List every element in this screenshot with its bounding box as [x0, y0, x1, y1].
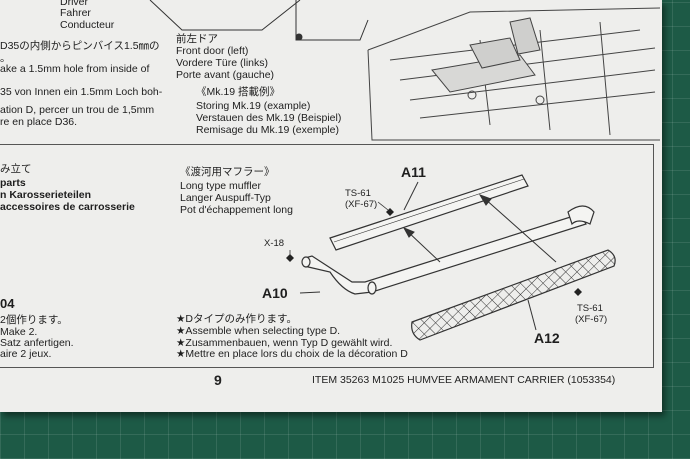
assembly-arrows: [402, 194, 557, 263]
front-door-de: Vordere Türe (links): [176, 57, 269, 69]
paint-label-x18: X-18: [264, 238, 285, 249]
step-make-en: Make 2.: [0, 326, 38, 338]
paint-label-ts61-top: TS-61: [345, 188, 371, 199]
paint-label-ts61-right: TS-61: [577, 303, 603, 314]
type-d-note-en: ★Assemble when selecting type D.: [176, 325, 341, 337]
item-footer: ITEM 35263 M1025 HUMVEE ARMAMENT CARRIER…: [312, 374, 616, 386]
hole-note-en: ake a 1.5mm hole from inside of: [0, 63, 150, 75]
part-label-a12: A12: [534, 330, 560, 346]
storing-fr: Remisage du Mk.19 (exemple): [196, 124, 339, 136]
hole-note-fr-2: re en place D36.: [0, 116, 78, 128]
vehicle-bed-drawing: [367, 7, 661, 141]
part-label-a10: A10: [262, 285, 288, 301]
left-section-jp: み立て: [0, 163, 32, 175]
type-d-note-jp: ★Dタイプのみ作ります。: [176, 313, 297, 325]
page-number: 9: [214, 372, 222, 388]
hole-note-de: 35 von Innen ein 1.5mm Loch boh-: [0, 86, 163, 98]
paint-label-xf67-top: (XF-67): [345, 199, 378, 210]
x18-paint-marker: [286, 254, 294, 262]
muffler-title-jp: 《渡河用マフラー》: [180, 166, 275, 178]
step-make-jp: 2個作ります。: [0, 314, 68, 326]
paint-label-xf67-right: (XF-67): [575, 314, 608, 325]
door-drawing: [149, 0, 369, 41]
part-label-a11: A11: [401, 164, 426, 180]
part-a10-drawing: [301, 205, 595, 295]
instruction-sheet: Driver Fahrer Conducteur D35の内側からピンバイス1.…: [0, 0, 662, 412]
front-door-fr: Porte avant (gauche): [176, 69, 275, 81]
type-d-note-de: ★Zusammenbauen, wenn Typ D gewählt wird.: [176, 337, 393, 349]
part-a11-drawing: [329, 174, 529, 251]
hole-note-fr: ation D, percer un trou de 1,5mm: [0, 104, 155, 116]
left-section-de: n Karosserieteilen: [0, 189, 92, 201]
step-make-de: Satz anfertigen.: [0, 337, 74, 349]
left-section-en: parts: [0, 177, 26, 189]
ts61-paint-marker-right: [574, 288, 582, 296]
muffler-fr: Pot d'échappement long: [180, 204, 293, 216]
part-a12-drawing: [411, 249, 616, 341]
left-section-fr: accessoires de carrosserie: [0, 201, 135, 213]
muffler-de: Langer Auspuff-Typ: [180, 192, 271, 204]
storing-en: Storing Mk.19 (example): [196, 100, 311, 112]
front-door-en: Front door (left): [176, 45, 249, 57]
type-d-note-fr: ★Mettre en place lors du choix de la déc…: [176, 348, 408, 360]
front-door-jp: 前左ドア: [176, 33, 218, 45]
hole-note-jp: D35の内側からピンバイス1.5㎜の: [0, 40, 160, 52]
driver-label-jp: Driver: [60, 0, 88, 8]
driver-label-de: Fahrer: [60, 7, 91, 19]
muffler-step-box: [0, 144, 654, 368]
step-make-fr: aire 2 jeux.: [0, 348, 52, 360]
driver-label-fr: Conducteur: [60, 19, 115, 31]
storing-title-jp: 《Mk.19 搭載例》: [196, 86, 281, 98]
storing-de: Verstauen des Mk.19 (Beispiel): [196, 112, 342, 124]
hole-note-jp-2: 。: [0, 52, 11, 64]
muffler-en: Long type muffler: [180, 180, 261, 192]
step-number: 04: [0, 296, 15, 311]
